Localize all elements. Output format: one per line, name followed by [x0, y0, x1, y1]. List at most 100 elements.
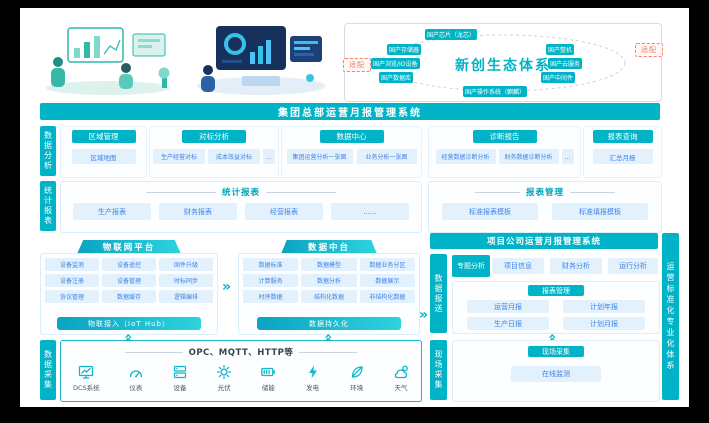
protocol-item: 环境	[349, 364, 365, 392]
data-submission-label: 数据报送	[430, 254, 447, 333]
group-title: 数据中心	[319, 130, 384, 143]
template-item: 标准填报模板	[552, 203, 648, 220]
eco-node-browser-io: 国产浏览/IO设备	[371, 58, 420, 69]
protocol-title: OPC、MQTT、HTTP等	[188, 348, 294, 358]
protocol-item-label: 仪表	[129, 384, 143, 392]
eco-node-cloud: 国产云服务	[548, 58, 583, 69]
stat-item-more: ......	[331, 203, 409, 220]
adapt-right-tag: 适配	[635, 43, 663, 57]
project-report-box: 报表管理 运营月报 计划年报 生产日报 计划月报	[452, 281, 660, 334]
protocol-item-label: 天气	[394, 384, 408, 392]
project-report-item: 计划月报	[563, 317, 645, 330]
illustration-team	[46, 27, 170, 95]
adapt-left-tag: 适配	[343, 58, 371, 72]
protocol-item-label: DCS系统	[73, 384, 100, 392]
group-item: 汇总月报	[592, 149, 653, 164]
protocol-item-label: 发电	[306, 384, 320, 392]
illustration-dashboard	[197, 26, 325, 95]
data-item: 数据模型	[301, 258, 357, 271]
chevron-right-icon: »	[419, 307, 429, 323]
iot-item: 逻辑编排	[159, 290, 213, 303]
group-item: 财务数据诊断分析	[498, 149, 559, 164]
eco-node-database: 国产数据库	[379, 72, 414, 83]
device-icon	[173, 365, 187, 379]
protocol-item-label: 设备	[173, 384, 187, 392]
group-title: 诊断报告	[472, 130, 537, 143]
ecosystem-panel: 新创生态体系 国产芯片（龙芯） 国产存储器 国产整机 国产浏览/IO设备 国产云…	[343, 23, 663, 102]
group-title: 区域管理	[71, 130, 136, 143]
iot-item: 设备注册	[45, 274, 99, 287]
ops-standard-system-label: 运营标准化专业化体系	[662, 233, 679, 400]
chevron-right-icon: »	[222, 279, 232, 295]
data-item: 计算服务	[243, 274, 299, 287]
data-persist-bar: 数据持久化	[257, 317, 401, 330]
protocol-item: DCS系统	[73, 364, 100, 392]
analysis-group-query: 报表查询 汇总月报	[583, 126, 662, 178]
dcs-icon	[79, 365, 94, 379]
data-item: 结构化数据	[301, 290, 357, 303]
stat-item: 财务报表	[159, 203, 237, 220]
project-report-title: 报表管理	[528, 285, 584, 296]
protocol-item: 天气	[393, 364, 409, 392]
data-item: 数据分析	[301, 274, 357, 287]
iot-item: 数据缓存	[102, 290, 156, 303]
group-item: 业务分析一张图	[356, 149, 417, 164]
theme-item: 财务分析	[550, 258, 602, 274]
project-company-banner: 项目公司运营月报管理系统	[430, 233, 658, 249]
site-collection-title: 现场采集	[528, 346, 584, 357]
iot-platform-box: 物联网平台 设备监测 设备遥控 固件升级 设备注册 设备管理 时标同步 协议管理…	[40, 240, 218, 335]
theme-analysis-tag: 专题分析	[452, 255, 490, 277]
data-item: 时序数据	[243, 290, 299, 303]
site-collection-label: 现场采集	[430, 340, 447, 400]
iot-platform-title: 物联网平台	[77, 240, 181, 254]
data-platform-box: 数据中台 数据标准 数据模型 数据业务分区 计算服务 数据分析 数据展示 时序数…	[238, 240, 420, 335]
protocol-item: 发电	[305, 364, 321, 392]
analysis-group-datacenter: 数据中心 集团运营分析一张图 业务分析一张图	[281, 126, 422, 178]
protocol-item: 仪表	[128, 364, 144, 392]
eco-node-machine: 国产整机	[546, 44, 575, 55]
solar-icon	[217, 364, 232, 380]
iot-item: 设备遥控	[102, 258, 156, 271]
data-platform-title: 数据中台	[281, 240, 377, 254]
group-item: 经营数据诊断分析	[435, 149, 496, 164]
meter-icon	[129, 370, 143, 378]
theme-item: 运行分析	[608, 258, 658, 274]
battery-icon	[261, 367, 276, 377]
protocol-item: 储能	[260, 364, 276, 392]
iot-hub-bar: 物联接入（IoT Hub）	[57, 317, 201, 330]
eco-node-middleware: 国产中间件	[541, 72, 576, 83]
eco-node-os: 国产操作系统（麒麟）	[463, 86, 528, 97]
analysis-group-region: 区域管理 区域地图	[60, 126, 147, 178]
iot-item: 固件升级	[159, 258, 213, 271]
template-item: 标准报表模板	[442, 203, 538, 220]
group-item-more: ...	[263, 149, 275, 164]
iot-item: 时标同步	[159, 274, 213, 287]
group-hq-banner: 集团总部运营月报管理系统	[40, 103, 660, 120]
stat-reports-box: 统计报表 生产报表 财务报表 经营报表 ......	[60, 181, 422, 233]
group-item: 集团运营分析一张图	[286, 149, 353, 164]
iot-item: 设备管理	[102, 274, 156, 287]
project-report-item: 生产日报	[467, 317, 549, 330]
protocol-item-label: 光伏	[217, 384, 231, 392]
data-collection-label: 数据采集	[40, 340, 56, 400]
report-template-box: 报表管理 标准报表模板 标准填报模板	[428, 181, 662, 233]
analysis-group-diagnosis: 诊断报告 经营数据诊断分析 财务数据诊断分析 ...	[428, 126, 581, 178]
protocol-box: OPC、MQTT、HTTP等 DCS系统 仪表 设备	[60, 340, 422, 402]
group-title: 对标分析	[182, 130, 246, 143]
ecosystem-title: 新创生态体系	[455, 58, 551, 74]
stat-item: 生产报表	[73, 203, 151, 220]
site-collection-item: 在线监测	[511, 366, 601, 382]
stat-box-title: 统计报表	[221, 188, 260, 198]
stat-reports-label: 统计报表	[40, 181, 56, 231]
stat-item: 经营报表	[245, 203, 323, 220]
protocol-item-label: 环境	[350, 384, 364, 392]
data-analysis-label: 数据分析	[40, 126, 56, 176]
site-collection-box: 现场采集 在线监测	[452, 340, 660, 402]
theme-item: 项目信息	[492, 258, 544, 274]
env-icon	[351, 366, 363, 378]
eco-node-storage: 国产存储器	[387, 44, 422, 55]
data-item: 非结构化数据	[359, 290, 415, 303]
protocol-item: 设备	[172, 364, 188, 392]
data-item: 数据标准	[243, 258, 299, 271]
